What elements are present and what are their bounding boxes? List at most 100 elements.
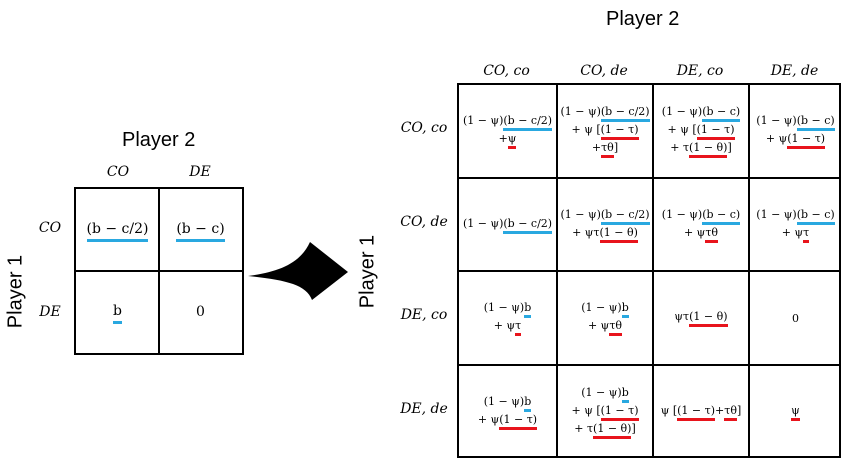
payoff-line: + ψτθ xyxy=(683,225,719,243)
penalty-term: τ xyxy=(515,318,522,336)
big-matrix-title: Player 2 xyxy=(606,8,680,30)
payoff-term: + ψ xyxy=(781,225,804,239)
payoff-line: ψ [(1 − τ) + τθ] xyxy=(660,403,742,421)
payoff-term: ] xyxy=(613,141,619,154)
penalty-term: ψ xyxy=(507,131,517,149)
benefit-term: (b − c) xyxy=(702,104,741,122)
payoff-line: + ψ(1 − τ) xyxy=(477,412,538,430)
payoff-line: 0 xyxy=(196,302,205,322)
benefit-term: (b − c) xyxy=(796,113,835,131)
big-payoff-cell: (1 − ψ)(b − c)+ ψτθ xyxy=(654,179,748,270)
penalty-term: (1 − θ) xyxy=(599,225,638,243)
payoff-line: + ψ [(1 − τ) xyxy=(571,122,639,140)
payoff-line: (1 − ψ)(b − c) xyxy=(756,207,835,225)
big-grid-divider-v xyxy=(748,83,750,458)
big-payoff-cell: (1 − ψ)b+ ψτθ xyxy=(558,272,652,364)
payoff-term: + ψ [ xyxy=(667,123,697,136)
small-row-label-1: DE xyxy=(39,304,61,320)
big-payoff-cell: (1 − ψ)(b − c/2)+ ψτ(1 − θ) xyxy=(558,179,652,270)
benefit-term: (b − c) xyxy=(702,207,741,225)
payoff-term: ] xyxy=(736,404,742,417)
payoff-term: + ψ xyxy=(683,225,706,239)
payoff-term: (1 − ψ) xyxy=(661,207,703,221)
payoff-term: + ψ xyxy=(477,413,500,426)
payoff-term: + ψτ xyxy=(572,225,600,239)
payoff-line: b xyxy=(113,301,122,324)
payoff-term: + xyxy=(591,141,602,154)
small-payoff-cell: (b − c/2) xyxy=(76,189,159,271)
payoff-term: + τ xyxy=(574,422,594,435)
penalty-term: (1 − θ) xyxy=(593,421,632,439)
payoff-term: ψ [ xyxy=(660,404,678,417)
payoff-line: ψτ(1 − θ) xyxy=(674,309,728,327)
payoff-line: + ψτθ xyxy=(588,318,623,336)
benefit-term: (b − c/2) xyxy=(600,104,650,122)
penalty-term: τθ xyxy=(705,225,719,243)
big-row-label-0: CO, co xyxy=(400,120,448,136)
payoff-line: (1 − ψ)b xyxy=(581,300,629,318)
small-payoff-cell: 0 xyxy=(159,271,242,353)
payoff-term: (1 − ψ) xyxy=(756,207,797,221)
big-payoff-cell: 0 xyxy=(750,272,841,364)
big-row-label-1: CO, de xyxy=(400,213,448,230)
payoff-line: (1 − ψ)(b − c/2) xyxy=(463,216,553,234)
big-payoff-cell: ψτ(1 − θ) xyxy=(654,272,748,364)
payoff-line: (1 − ψ)b xyxy=(581,385,629,403)
payoff-line: (1 − ψ)b xyxy=(484,394,532,412)
payoff-line: + τ(1 − θ)] xyxy=(670,140,732,158)
payoff-term: ] xyxy=(727,141,732,154)
penalty-term: τ xyxy=(803,225,810,243)
payoff-line: (1 − ψ)(b − c) xyxy=(661,104,741,122)
benefit-term: b xyxy=(621,300,629,318)
benefit-term: b xyxy=(113,301,122,324)
big-col-label-2: DE, co xyxy=(676,63,724,79)
payoff-line: + ψτ xyxy=(494,318,522,336)
penalty-term: (1 − τ) xyxy=(787,131,826,149)
benefit-term: b xyxy=(524,300,532,318)
small-col-label-1: DE xyxy=(189,164,211,180)
big-matrix-side-title: Player 1 xyxy=(356,234,379,309)
payoff-line: (1 − ψ)(b − c/2) xyxy=(560,104,650,122)
payoff-line: 0 xyxy=(792,311,799,326)
big-payoff-cell: (1 − ψ)b+ ψ [(1 − τ)+ τ(1 − θ)] xyxy=(558,366,652,458)
big-payoff-cell: ψ [(1 − τ) + τθ] xyxy=(654,366,748,458)
payoff-line: ψ xyxy=(791,403,800,421)
small-matrix-side-title: Player 1 xyxy=(4,254,27,329)
payoff-term: (1 − ψ) xyxy=(756,114,797,127)
payoff-line: (b − c/2) xyxy=(86,219,149,242)
payoff-term: ] xyxy=(631,422,636,435)
payoff-line: + ψ [(1 − τ) xyxy=(667,122,735,140)
payoff-term: ψτ xyxy=(674,310,690,323)
penalty-term: (1 − τ) xyxy=(696,122,735,140)
payoff-line: + ψτ xyxy=(781,225,810,243)
big-payoff-cell: (1 − ψ)b+ ψτ xyxy=(459,272,556,364)
small-grid-divider-h xyxy=(74,270,244,272)
payoff-line: (1 − ψ)(b − c/2) xyxy=(463,113,553,131)
payoff-term: 0 xyxy=(196,304,205,320)
small-payoff-cell: b xyxy=(76,271,159,353)
payoff-term: (1 − ψ) xyxy=(661,105,703,118)
benefit-term: (b − c) xyxy=(796,207,835,225)
payoff-line: (1 − ψ)(b − c) xyxy=(661,207,741,225)
payoff-line: + τ(1 − θ)] xyxy=(574,421,636,439)
big-row-label-2: DE, co xyxy=(400,307,448,323)
curved-arrow-right-icon xyxy=(248,242,348,300)
benefit-term: b xyxy=(621,385,629,403)
small-matrix-title: Player 2 xyxy=(122,129,196,151)
payoff-term: 0 xyxy=(792,311,799,325)
benefit-term: b xyxy=(524,394,532,412)
big-payoff-cell: (1 − ψ)(b − c/2) xyxy=(459,179,556,270)
payoff-term: + xyxy=(498,132,508,145)
penalty-term: (1 − τ) xyxy=(600,403,639,421)
penalty-term: (1 − τ) xyxy=(499,412,538,430)
payoff-line: (1 − ψ)b xyxy=(484,300,532,318)
big-payoff-cell: (1 − ψ)(b − c)+ ψ [(1 − τ)+ τ(1 − θ)] xyxy=(654,85,748,177)
penalty-term: τθ xyxy=(601,140,614,158)
big-row-label-3: DE, de xyxy=(400,401,448,417)
payoff-term: (1 − ψ) xyxy=(560,207,601,221)
payoff-line: + ψτ(1 − θ) xyxy=(572,225,638,243)
payoff-line: (1 − ψ)(b − c) xyxy=(756,113,835,131)
payoff-term: (1 − ψ) xyxy=(560,105,601,118)
benefit-term: (b − c) xyxy=(176,219,225,242)
